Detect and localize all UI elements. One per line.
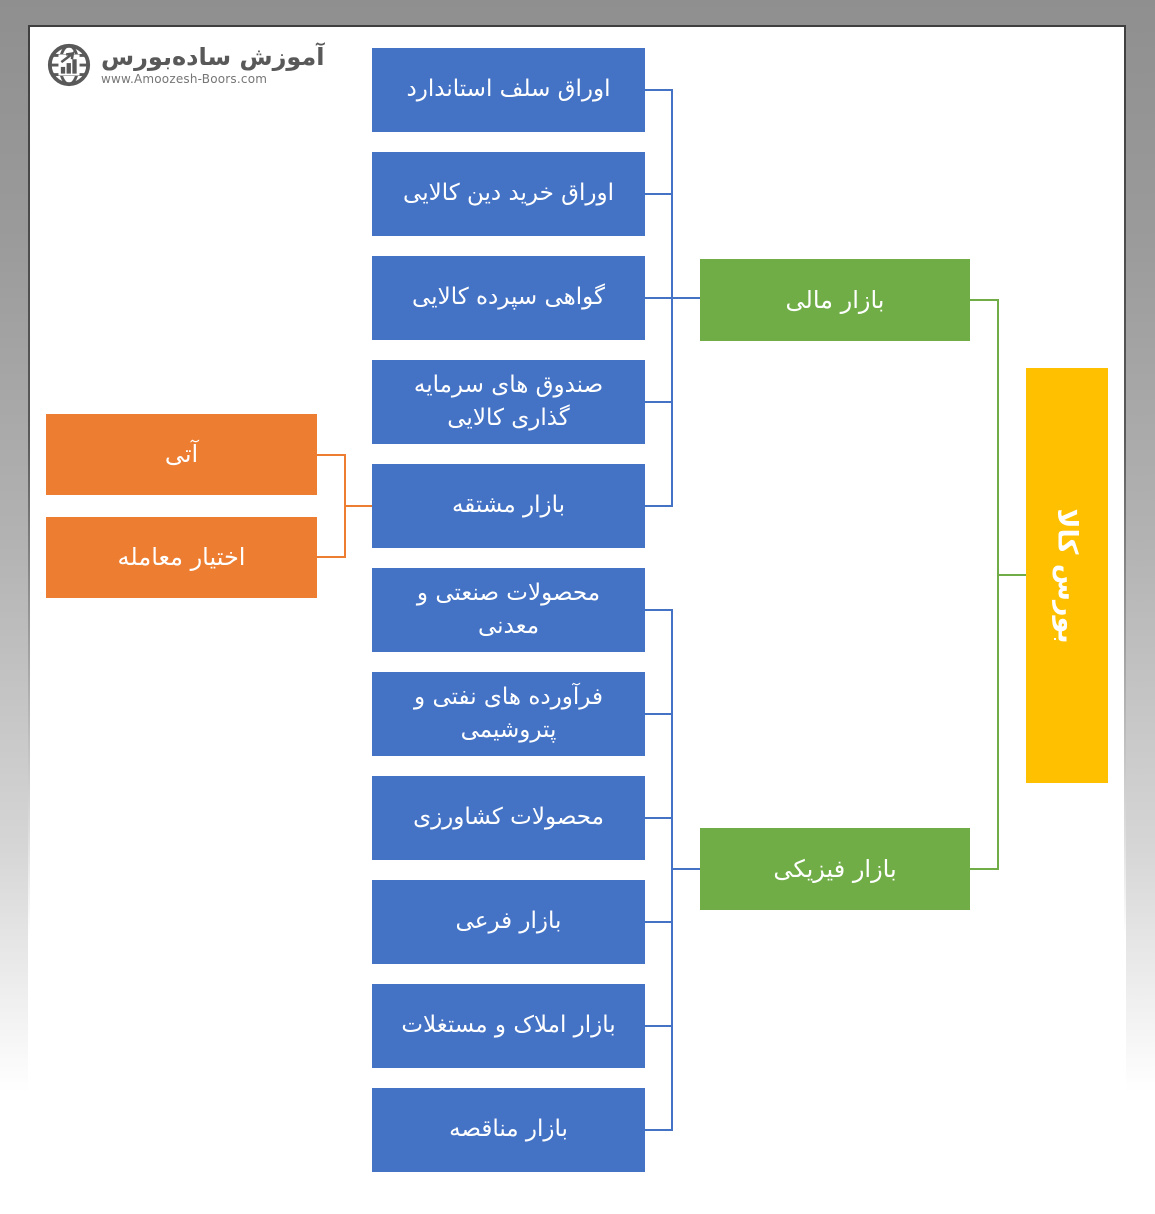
- logo-text: آموزش ساده‌بورس www.Amoozesh-Boors.com: [101, 42, 325, 87]
- connector-stub: [645, 505, 671, 507]
- node-industrial-mineral: محصولات صنعتی و معدنی: [372, 568, 645, 652]
- node-derivatives-market: بازار مشتقه: [372, 464, 645, 548]
- connector-stub: [645, 1129, 671, 1131]
- connector-stub: [317, 454, 344, 456]
- node-tender-market: بازار مناقصه: [372, 1088, 645, 1172]
- connector-stub: [645, 713, 671, 715]
- node-secondary-market: بازار فرعی: [372, 880, 645, 964]
- connector-stub: [645, 1025, 671, 1027]
- connector-stub: [645, 401, 671, 403]
- connector-stub: [645, 609, 671, 611]
- node-commodity-deposit-cert: گواهی سپرده کالایی: [372, 256, 645, 340]
- globe-chart-icon: [47, 43, 91, 87]
- connector-to-derivatives-market: [344, 505, 372, 507]
- node-standard-salaf-bonds: اوراق سلف استاندارد: [372, 48, 645, 132]
- node-oil-petrochemical: فرآورده های نفتی و پتروشیمی: [372, 672, 645, 756]
- connector-stub: [645, 297, 671, 299]
- node-real-estate-market: بازار املاک و مستغلات: [372, 984, 645, 1068]
- node-agricultural-products: محصولات کشاورزی: [372, 776, 645, 860]
- logo-title: آموزش ساده‌بورس: [101, 42, 325, 71]
- node-commodity-funds: صندوق های سرمایه گذاری کالایی: [372, 360, 645, 444]
- connector-to-financial-market: [671, 297, 700, 299]
- root-label: بورس کالا: [1051, 507, 1083, 644]
- node-commodity-exchange-root: بورس کالا: [1026, 368, 1108, 783]
- connector-stub: [970, 868, 997, 870]
- node-futures: آتی: [46, 414, 317, 495]
- connector-stub: [645, 817, 671, 819]
- connector-stub: [645, 921, 671, 923]
- node-physical-market: بازار فیزیکی: [700, 828, 970, 910]
- connector-stub: [970, 299, 997, 301]
- site-logo: آموزش ساده‌بورس www.Amoozesh-Boors.com: [46, 42, 325, 88]
- connector-physical-vline: [671, 609, 673, 1131]
- connector-stub: [645, 89, 671, 91]
- connector-to-physical-market: [671, 868, 700, 870]
- connector-stub: [317, 556, 344, 558]
- logo-url: www.Amoozesh-Boors.com: [101, 72, 268, 87]
- connector-root-vline: [997, 299, 999, 870]
- node-options: اختیار معامله: [46, 517, 317, 598]
- connector-to-root: [997, 574, 1026, 576]
- node-financial-market: بازار مالی: [700, 259, 970, 341]
- connector-stub: [645, 193, 671, 195]
- node-commodity-debt-bonds: اوراق خرید دین کالایی: [372, 152, 645, 236]
